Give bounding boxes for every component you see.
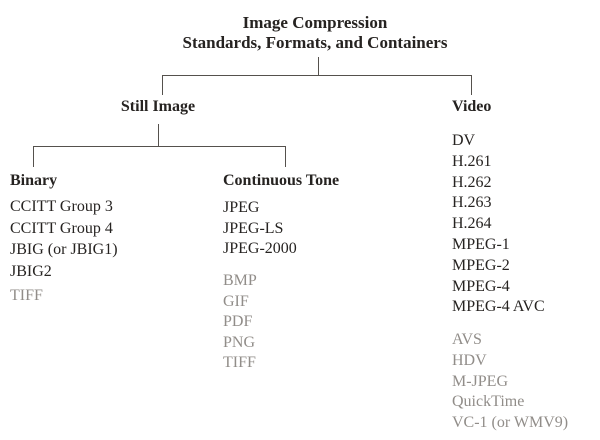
list-item: HDV [452,351,487,369]
connector-video-drop [471,75,472,95]
list-item: H.264 [452,215,492,233]
list-item: VC-1 (or WMV9) [452,414,569,432]
continuous-tone-gray-formats-list: BMP GIF PDF PNG TIFF [223,271,257,374]
list-item: JPEG-2000 [223,240,297,258]
list-item: H.262 [452,173,492,191]
list-item: H.261 [452,152,492,170]
title-line-2: Standards, Formats, and Containers [182,33,448,52]
continuous-tone-standards-list: JPEG JPEG-LS JPEG-2000 [223,198,297,260]
list-item: MPEG-4 AVC [452,298,545,316]
list-item: BMP [223,272,257,289]
list-item: JBIG (or JBIG1) [10,241,118,258]
connector-level2-horizontal [33,146,286,147]
list-item: JPEG-LS [223,219,284,237]
list-item: CCITT Group 3 [10,198,113,215]
list-item: TIFF [10,287,43,304]
list-item: MPEG-4 [452,277,510,295]
connector-binary-drop [33,146,34,167]
binary-gray-formats-list: TIFF [10,286,43,307]
list-item: PNG [223,333,256,351]
list-item: MPEG-2 [452,256,510,274]
list-item: AVS [452,331,482,348]
title-line-1: Image Compression [242,13,388,32]
list-item: M-JPEG [452,372,509,390]
connector-still-image-drop [162,75,163,95]
list-item: H.263 [452,194,492,212]
list-item: MPEG-1 [452,235,510,253]
connector-level1-horizontal [162,75,472,76]
list-item: DV [452,132,476,149]
diagram-title: Image Compression Standards, Formats, an… [115,13,515,53]
connector-still-image-stem [158,124,159,147]
list-item: TIFF [223,354,256,372]
connector-root-stem [318,57,319,75]
connector-continuous-tone-drop [285,146,286,167]
list-item: PDF [223,313,253,331]
binary-standards-list: CCITT Group 3 CCITT Group 4 JBIG (or JBIG1… [10,196,118,282]
branch-label-binary: Binary [10,172,58,189]
list-item: GIF [223,292,249,310]
branch-label-continuous-tone: Continuous Tone [223,172,340,189]
list-item: JBIG2 [10,262,52,280]
branch-label-still-image: Still Image [120,98,196,115]
list-item: QuickTime [452,393,525,411]
branch-label-video: Video [452,98,492,115]
list-item: JPEG [223,199,260,216]
list-item: CCITT Group 4 [10,219,113,237]
